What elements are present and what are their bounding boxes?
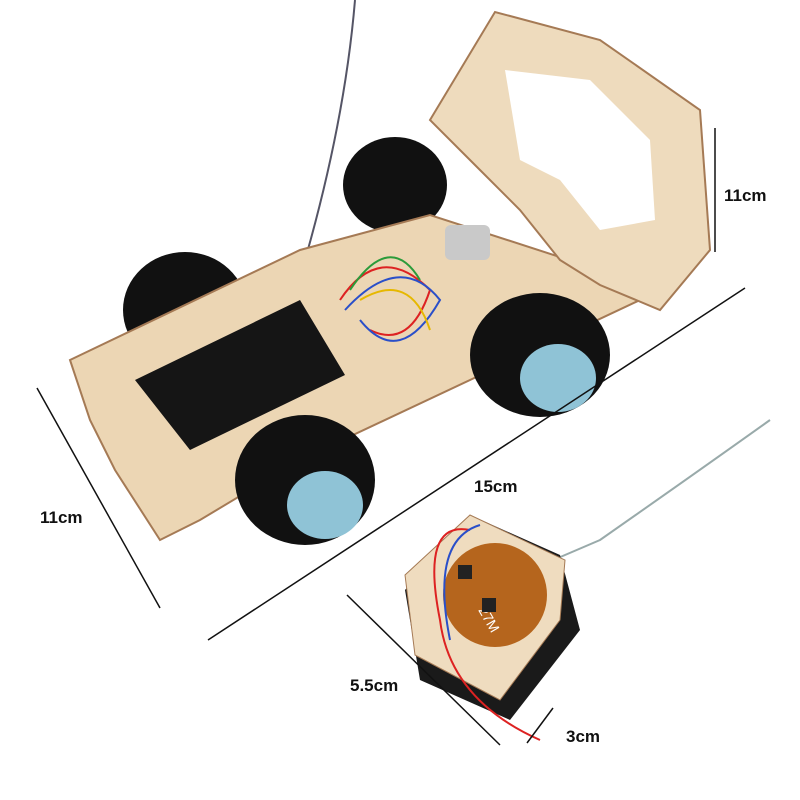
remote-antenna [529,419,771,571]
front-right-wheel [470,293,610,417]
car-wires [339,256,442,342]
car-antenna [304,0,356,261]
dimension-lines [36,128,746,746]
remote-width-label: 3cm [566,727,601,746]
car-width-label: 11cm [40,508,83,527]
rear-right-wheel [343,137,447,233]
front-left-wheel [235,415,375,545]
remote-button-2 [482,598,496,612]
car-length-label: 15cm [474,477,518,496]
motor [445,225,490,260]
battery-holder [135,300,345,450]
remote-wires [433,528,541,741]
remote-button-1 [458,565,472,579]
remote-length-label: 5.5cm [350,676,399,695]
car-height-label: 11cm [724,186,767,205]
car-chassis [68,213,642,542]
